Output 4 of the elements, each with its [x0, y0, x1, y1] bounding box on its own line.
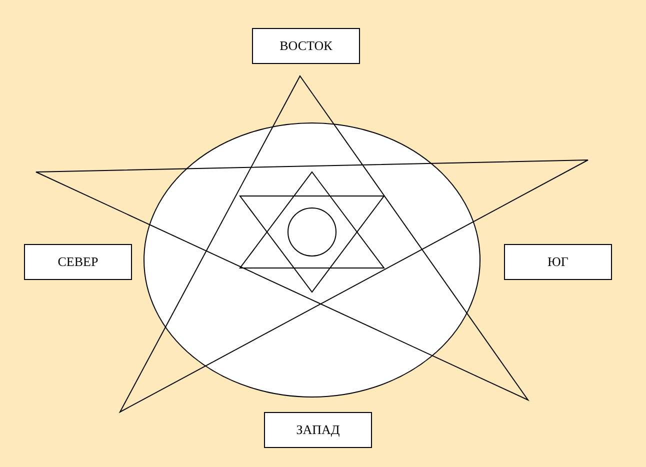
direction-label: ЗАПАД	[264, 412, 372, 448]
direction-label: СЕВЕР	[24, 244, 132, 280]
direction-label: ВОСТОК	[252, 28, 360, 64]
direction-label: ЮГ	[504, 244, 612, 280]
